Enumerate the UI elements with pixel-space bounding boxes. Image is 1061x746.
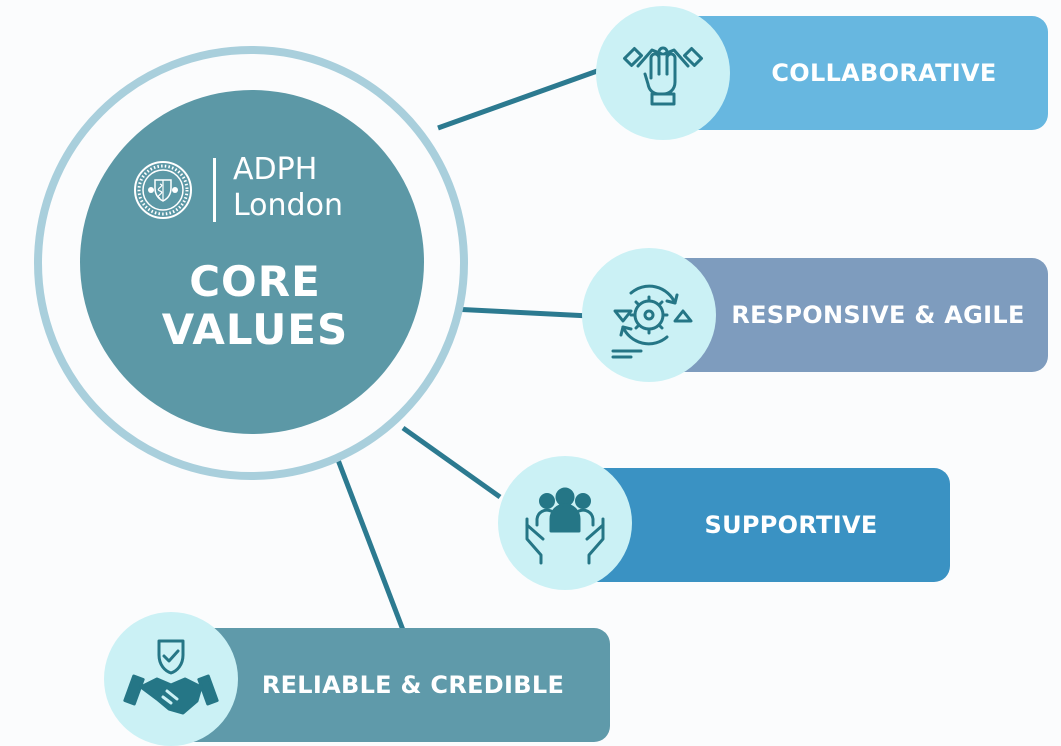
logo-wordmark: ADPH London [233, 152, 343, 224]
connector-supportive [401, 425, 502, 500]
value-label-collaborative: COLLABORATIVE [771, 59, 997, 87]
value-label-responsive-agile: RESPONSIVE & AGILE [731, 301, 1025, 329]
value-label-supportive: SUPPORTIVE [704, 511, 878, 539]
connector-collaborative [437, 67, 601, 131]
cycle-gear-icon [582, 248, 716, 382]
core-values-circle [80, 90, 424, 434]
value-pill-responsive-agile: RESPONSIVE & AGILE [650, 258, 1048, 372]
hands-together-icon [596, 6, 730, 140]
connector-reliable [332, 451, 406, 631]
value-label-reliable-credible: RELIABLE & CREDIBLE [261, 671, 565, 699]
shield-handshake-icon [104, 612, 238, 746]
core-title-line1: CORE [189, 257, 321, 306]
logo-line2: London [233, 188, 343, 223]
value-pill-reliable-credible: RELIABLE & CREDIBLE [176, 628, 610, 742]
core-title-line2: VALUES [161, 305, 349, 354]
adph-seal-icon [134, 161, 192, 219]
people-in-hands-icon [498, 456, 632, 590]
core-values-title: CORE VALUES [130, 258, 380, 354]
logo-line1: ADPH [233, 152, 318, 187]
value-pill-supportive: SUPPORTIVE [570, 468, 950, 582]
logo-divider [213, 158, 216, 222]
connector-responsive [451, 306, 591, 319]
